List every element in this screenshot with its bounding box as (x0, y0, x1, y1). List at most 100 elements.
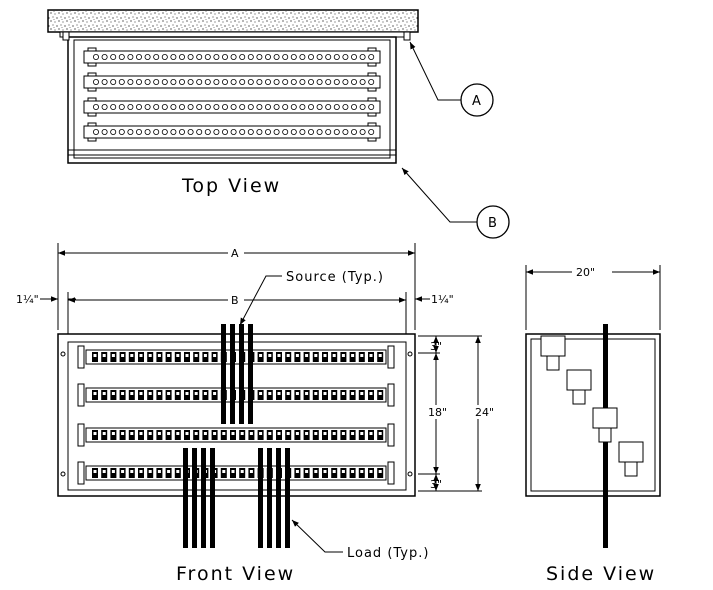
dim-3-bottom-label: 3" (430, 478, 442, 491)
terminal-hole (221, 104, 228, 111)
left-margin-label: 1¼" (16, 293, 39, 306)
terminal-screw (351, 470, 355, 473)
terminal-hole (153, 54, 160, 61)
terminal-screw (351, 392, 355, 395)
terminal-hole (299, 128, 306, 135)
front-panel (67, 341, 407, 491)
terminal-hole (239, 104, 246, 111)
terminal-hole (161, 54, 168, 61)
terminal-hole (178, 128, 185, 135)
terminal-screw (360, 392, 364, 395)
terminal-screw (369, 432, 373, 435)
terminal-hole (230, 79, 237, 86)
terminal-hole (247, 128, 254, 135)
terminal-hole (144, 79, 151, 86)
terminal-hole (359, 128, 366, 135)
terminal-hole (127, 104, 134, 111)
dim-b-label: B (231, 294, 239, 307)
mount-hole (60, 471, 66, 477)
terminal-hole (135, 54, 142, 61)
terminal-hole (342, 54, 349, 61)
terminal-hole (359, 104, 366, 111)
terminal-screw (203, 392, 207, 395)
terminal-screw (111, 470, 115, 473)
terminal-hole (196, 54, 203, 61)
terminal-hole (144, 104, 151, 111)
terminal-hole (230, 104, 237, 111)
terminal-hole (161, 104, 168, 111)
callout-a-label: A (472, 94, 482, 109)
terminal-screw (332, 432, 336, 435)
callout-a-circle (460, 83, 494, 117)
terminal-screw (148, 392, 152, 395)
side-view: 20" Side View (525, 265, 661, 585)
terminal-screw (93, 392, 97, 395)
mount-clip-left (62, 31, 70, 41)
terminal-screw (176, 470, 180, 473)
strip-bracket (77, 383, 85, 407)
terminal-hole (93, 54, 100, 61)
terminal-hole (118, 79, 125, 86)
terminal-hole (170, 128, 177, 135)
terminal-screw (157, 354, 161, 357)
strip-bracket (77, 345, 85, 369)
terminal-hole (273, 54, 280, 61)
terminal-hole (153, 128, 160, 135)
terminal-hole (299, 79, 306, 86)
terminal-screw (111, 392, 115, 395)
terminal-screw (148, 432, 152, 435)
terminal-hole (196, 79, 203, 86)
terminal-screw (176, 392, 180, 395)
terminal-hole (333, 79, 340, 86)
terminal-hole (213, 104, 220, 111)
terminal-hole (350, 104, 357, 111)
terminal-screw (185, 392, 189, 395)
terminal-screw (378, 470, 382, 473)
terminal-hole (127, 54, 134, 61)
terminal-hole (170, 79, 177, 86)
terminal-screw (341, 354, 345, 357)
terminal-hole (204, 79, 211, 86)
terminal-screw (185, 432, 189, 435)
terminal-hole (118, 128, 125, 135)
terminal-hole (368, 128, 375, 135)
terminal-hole (247, 79, 254, 86)
dim-a-label: A (231, 247, 239, 260)
terminal-hole (299, 54, 306, 61)
terminal-screw (102, 470, 106, 473)
terminal-hole (368, 79, 375, 86)
terminal-screw (369, 392, 373, 395)
terminal-hole (187, 54, 194, 61)
breaker-terminal (624, 461, 638, 477)
side-inner (530, 338, 656, 492)
terminal-screw (121, 354, 125, 357)
terminal-screw (332, 354, 336, 357)
terminal-hole (118, 104, 125, 111)
dim-20-label: 20" (576, 266, 595, 279)
terminal-screw (213, 432, 217, 435)
terminal-hole (127, 128, 134, 135)
terminal-screw (360, 432, 364, 435)
terminal-hole (290, 104, 297, 111)
terminal-screw (295, 470, 299, 473)
terminal-hole (213, 54, 220, 61)
terminal-hole (273, 128, 280, 135)
terminal-hole (350, 128, 357, 135)
terminal-hole (127, 79, 134, 86)
top-view-title: Top View (181, 175, 281, 197)
front-view-title: Front View (176, 563, 295, 585)
terminal-hole (247, 54, 254, 61)
terminal-screw (102, 392, 106, 395)
dim-3-top-label: 3" (430, 340, 442, 353)
strip-bracket (387, 345, 395, 369)
terminal-screw (286, 392, 290, 395)
terminal-screw (351, 354, 355, 357)
terminal-hole (368, 54, 375, 61)
terminal-hole (196, 104, 203, 111)
terminal-hole (161, 128, 168, 135)
terminal-hole (342, 128, 349, 135)
terminal-hole (110, 128, 117, 135)
load-leader (291, 519, 343, 553)
terminal-hole (342, 79, 349, 86)
terminal-screw (139, 432, 143, 435)
